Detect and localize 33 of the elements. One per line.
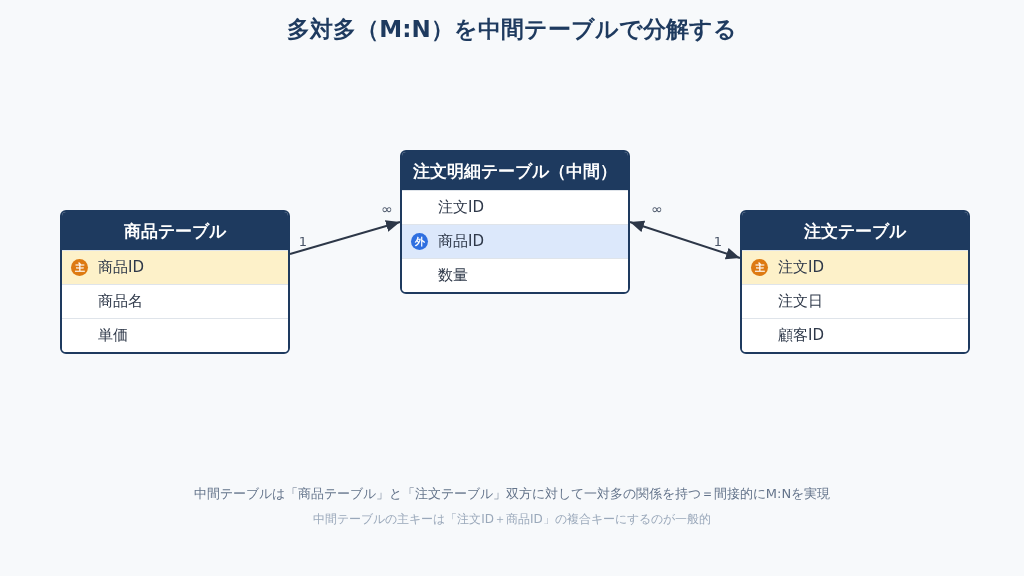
note-text: 中間テーブルの主キーは「注文ID＋商品ID」の複合キーにするのが一般的 bbox=[313, 510, 711, 528]
arrow bbox=[629, 220, 741, 260]
table-row bbox=[742, 318, 968, 352]
field-name: 商品名 bbox=[98, 291, 143, 312]
table-row bbox=[62, 318, 288, 352]
entity-table bbox=[60, 210, 290, 354]
arrow bbox=[289, 220, 401, 255]
key-badge: 外 bbox=[411, 233, 428, 250]
field-name: 注文日 bbox=[778, 291, 823, 312]
field-name: 数量 bbox=[438, 265, 468, 286]
cardinality-label: 1 bbox=[298, 233, 308, 249]
field-name: 注文ID bbox=[438, 197, 484, 218]
field-name: 顧客ID bbox=[778, 325, 824, 346]
cardinality-label: ∞ bbox=[651, 201, 663, 217]
diagram-title: 多対多（M:N）を中間テーブルで分解する bbox=[286, 15, 738, 44]
table-header: 商品テーブル bbox=[62, 212, 288, 250]
table-row bbox=[742, 250, 968, 284]
note-text: 中間テーブルは「商品テーブル」と「注文テーブル」双方に対して一対多の関係を持つ＝間接的にM:Nを実現 bbox=[193, 485, 831, 503]
field-name: 単価 bbox=[98, 325, 128, 346]
cardinality-label: 1 bbox=[713, 233, 723, 249]
table-row bbox=[402, 224, 628, 258]
field-name: 商品ID bbox=[98, 257, 144, 278]
entity-table bbox=[740, 210, 970, 354]
key-badge: 主 bbox=[71, 259, 88, 276]
key-badge: 主 bbox=[751, 259, 768, 276]
field-name: 商品ID bbox=[438, 231, 484, 252]
entity-table bbox=[400, 150, 630, 294]
cardinality-label: ∞ bbox=[381, 201, 393, 217]
table-row bbox=[402, 258, 628, 292]
table-header: 注文明細テーブル（中間） bbox=[402, 152, 628, 190]
table-row bbox=[62, 250, 288, 284]
table-header: 注文テーブル bbox=[742, 212, 968, 250]
field-name: 注文ID bbox=[778, 257, 824, 278]
